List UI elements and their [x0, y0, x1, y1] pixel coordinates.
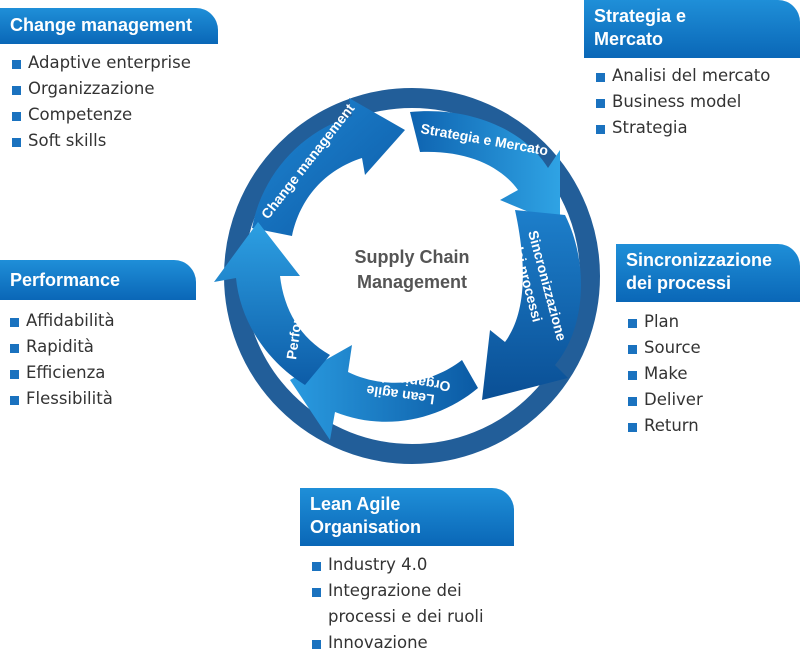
box-sincronizzazione-title-line1: Sincronizzazione	[626, 250, 773, 270]
list-item: Make	[628, 361, 800, 387]
arrow-strategia-mercato	[410, 111, 560, 225]
list-item: Innovazione	[312, 630, 512, 656]
list-item: Efficienza	[10, 360, 196, 386]
arrow-change-management	[252, 98, 405, 236]
list-item: Flessibilità	[10, 386, 196, 412]
box-strategia-mercato: Strategia e Mercato Analisi del mercato …	[584, 0, 800, 141]
list-item: Affidabilità	[10, 308, 196, 334]
list-item: Adaptive enterprise	[12, 50, 218, 76]
list-item: Integrazione dei processi e dei ruoli	[312, 578, 512, 630]
box-lean-agile: Lean Agile Organisation Industry 4.0 Int…	[300, 488, 514, 656]
center-title: Supply Chain Management	[300, 245, 524, 295]
box-change-management: Change management Adaptive enterprise Or…	[0, 8, 218, 154]
list-item: Plan	[628, 309, 800, 335]
center-title-line2: Management	[356, 272, 468, 292]
box-lean-agile-list: Industry 4.0 Integrazione dei processi e…	[312, 552, 512, 656]
box-performance-list: Affidabilità Rapidità Efficienza Flessib…	[10, 308, 196, 412]
arrow-lean-agile	[290, 345, 478, 440]
box-strategia-title: Strategia e Mercato	[584, 0, 800, 58]
list-item: Competenze	[12, 102, 218, 128]
box-lean-agile-title: Lean Agile Organisation	[300, 488, 514, 546]
box-strategia-title-line2: Mercato	[594, 29, 664, 49]
list-item: Business model	[596, 89, 800, 115]
box-strategia-list: Analisi del mercato Business model Strat…	[596, 63, 800, 141]
center-title-line1: Supply Chain	[354, 247, 470, 267]
list-item: Analisi del mercato	[596, 63, 800, 89]
box-performance-title: Performance	[0, 260, 196, 300]
arrow-sincronizzazione	[482, 210, 582, 400]
box-change-management-title: Change management	[0, 8, 218, 44]
list-item: Rapidità	[10, 334, 196, 360]
box-sincronizzazione-title-line2: dei processi	[626, 273, 732, 293]
list-item: Deliver	[628, 387, 800, 413]
box-lean-agile-title-line1: Lean Agile	[310, 494, 401, 514]
box-strategia-title-line1: Strategia e	[594, 6, 687, 26]
box-performance: Performance Affidabilità Rapidità Effici…	[0, 260, 196, 412]
box-sincronizzazione: Sincronizzazione dei processi Plan Sourc…	[616, 244, 800, 439]
box-change-management-list: Adaptive enterprise Organizzazione Compe…	[12, 50, 218, 154]
box-sincronizzazione-title: Sincronizzazione dei processi	[616, 244, 800, 302]
list-item: Strategia	[596, 115, 800, 141]
list-item: Source	[628, 335, 800, 361]
arrow-performance	[214, 222, 330, 385]
box-sincronizzazione-list: Plan Source Make Deliver Return	[628, 309, 800, 439]
list-item: Return	[628, 413, 800, 439]
list-item: Soft skills	[12, 128, 218, 154]
list-item: Industry 4.0	[312, 552, 512, 578]
box-lean-agile-title-line2: Organisation	[310, 517, 422, 537]
list-item: Organizzazione	[12, 76, 218, 102]
